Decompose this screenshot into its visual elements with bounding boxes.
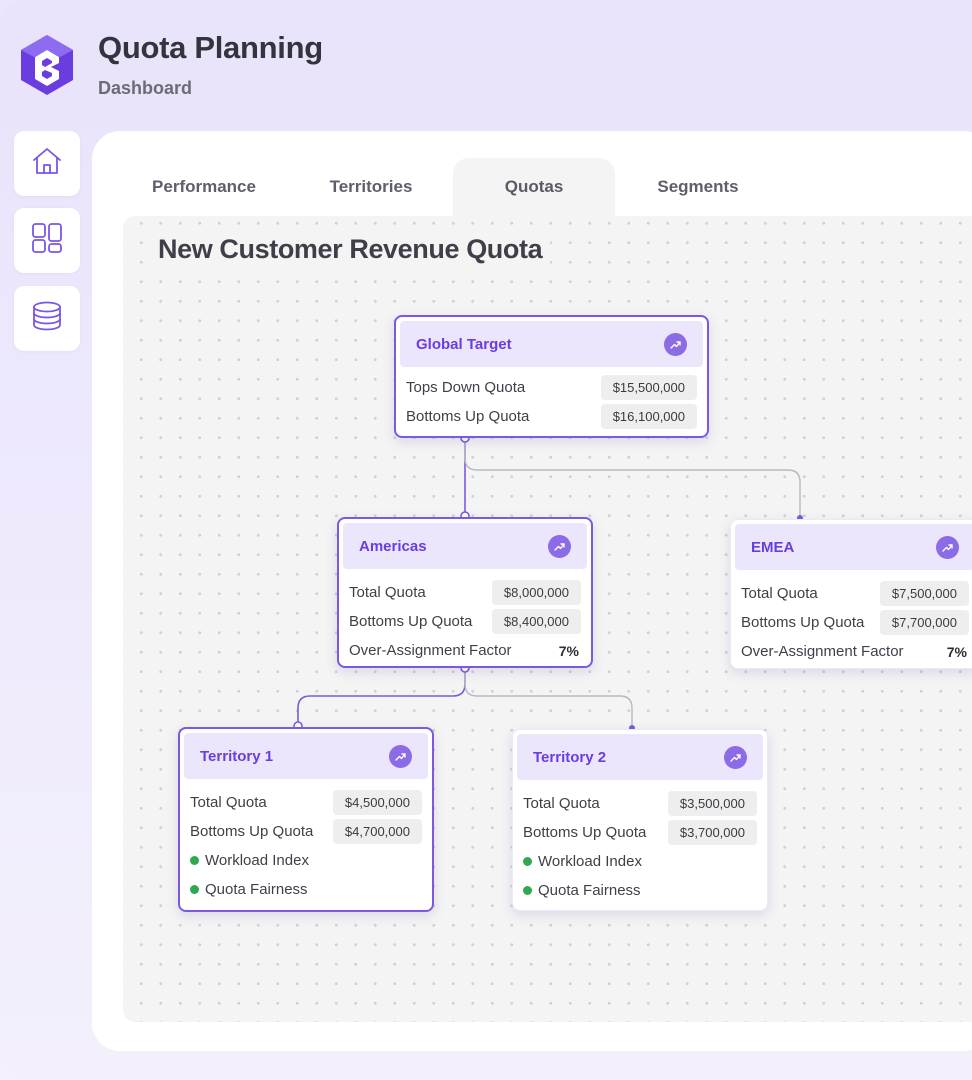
sidebar-item-home[interactable] — [14, 131, 80, 196]
node-title: Global Target — [416, 335, 512, 353]
trend-up-icon[interactable] — [724, 745, 747, 769]
tab-label: Quotas — [504, 177, 564, 196]
dashboard-grid-icon — [30, 221, 64, 260]
indicator-text: Workload Index — [538, 853, 642, 870]
quota-row: Bottoms Up Quota $16,100,000 — [396, 402, 707, 431]
node-emea[interactable]: EMEA Total Quota $7,500,000 Bottoms Up Q… — [730, 519, 972, 669]
node-header: Americas — [343, 523, 587, 569]
tab-quotas[interactable]: Quotas — [453, 158, 615, 216]
node-header: Territory 1 — [184, 733, 428, 779]
node-title: EMEA — [751, 538, 795, 556]
tab-label: Segments — [657, 177, 739, 196]
quota-row: Bottoms Up Quota $3,700,000 — [513, 818, 767, 847]
over-assignment-factor: 7% — [946, 643, 967, 660]
row-label: Total Quota — [349, 584, 426, 601]
status-dot — [190, 856, 199, 865]
database-icon — [30, 299, 64, 338]
node-header: Global Target — [400, 321, 703, 367]
app-subtitle: Dashboard — [98, 78, 193, 98]
row-label: Bottoms Up Quota — [349, 613, 473, 630]
tab-segments[interactable]: Segments — [617, 158, 779, 216]
row-label: Total Quota — [190, 794, 267, 811]
trend-up-icon[interactable] — [548, 534, 571, 558]
quota-row: Bottoms Up Quota $7,700,000 — [731, 608, 972, 637]
node-header: Territory 2 — [517, 734, 763, 780]
tab-territories[interactable]: Territories — [290, 158, 452, 216]
trend-up-icon[interactable] — [936, 535, 959, 559]
sidebar-item-data[interactable] — [14, 286, 80, 351]
row-value: $4,500,000 — [332, 790, 422, 815]
indicator-row: Workload Index — [513, 847, 767, 876]
status-dot — [190, 885, 199, 894]
quota-row: Total Quota $7,500,000 — [731, 579, 972, 608]
quota-row: Total Quota $3,500,000 — [513, 789, 767, 818]
quota-row: Over-Assignment Factor 7% — [731, 637, 972, 666]
home-icon — [30, 144, 64, 183]
indicator-text: Workload Index — [205, 852, 309, 869]
row-value: $16,100,000 — [600, 404, 697, 429]
node-territory-2[interactable]: Territory 2 Total Quota $3,500,000 Botto… — [512, 729, 768, 911]
quota-row: Total Quota $4,500,000 — [180, 788, 432, 817]
row-label: Over-Assignment Factor — [349, 642, 512, 659]
over-assignment-factor: 7% — [558, 642, 579, 659]
row-value: $7,700,000 — [879, 610, 969, 635]
row-value: $3,700,000 — [667, 820, 757, 845]
tab-label: Territories — [329, 177, 413, 196]
indicator-label: Quota Fairness — [190, 881, 308, 898]
row-value: $8,400,000 — [491, 609, 581, 634]
row-value: $15,500,000 — [600, 375, 697, 400]
row-value: $7,500,000 — [879, 581, 969, 606]
node-americas[interactable]: Americas Total Quota $8,000,000 Bottoms … — [337, 517, 593, 668]
trend-up-icon[interactable] — [389, 744, 412, 768]
row-label: Total Quota — [741, 585, 818, 602]
canvas-title: New Customer Revenue Quota — [158, 234, 551, 265]
row-label: Total Quota — [523, 795, 600, 812]
trend-up-icon[interactable] — [664, 332, 687, 356]
node-title: Territory 2 — [533, 748, 607, 766]
app-title: Quota Planning — [98, 30, 323, 65]
row-value: $4,700,000 — [332, 819, 422, 844]
app-logo — [18, 33, 76, 97]
row-label: Bottoms Up Quota — [406, 408, 530, 425]
indicator-label: Workload Index — [523, 853, 642, 870]
indicator-row: Quota Fairness — [180, 875, 432, 904]
status-dot — [523, 857, 532, 866]
indicator-row: Workload Index — [180, 846, 432, 875]
row-label: Over-Assignment Factor — [741, 643, 904, 660]
quota-row: Tops Down Quota $15,500,000 — [396, 373, 707, 402]
tab-label: Performance — [152, 177, 256, 196]
row-label: Tops Down Quota — [406, 379, 526, 396]
row-value: $8,000,000 — [491, 580, 581, 605]
indicator-label: Quota Fairness — [523, 882, 641, 899]
row-value: $3,500,000 — [667, 791, 757, 816]
node-title: Territory 1 — [200, 747, 274, 765]
quota-row: Bottoms Up Quota $8,400,000 — [339, 607, 591, 636]
tab-performance[interactable]: Performance — [123, 158, 285, 216]
node-title: Americas — [359, 537, 427, 555]
indicator-text: Quota Fairness — [538, 882, 641, 899]
row-label: Bottoms Up Quota — [190, 823, 314, 840]
node-header: EMEA — [735, 524, 972, 570]
node-global-target[interactable]: Global Target Tops Down Quota $15,500,00… — [394, 315, 709, 438]
quota-row: Over-Assignment Factor 7% — [339, 636, 591, 665]
status-dot — [523, 886, 532, 895]
row-label: Bottoms Up Quota — [741, 614, 865, 631]
indicator-row: Quota Fairness — [513, 876, 767, 905]
node-territory-1[interactable]: Territory 1 Total Quota $4,500,000 Botto… — [178, 727, 434, 912]
indicator-label: Workload Index — [190, 852, 309, 869]
indicator-text: Quota Fairness — [205, 881, 308, 898]
sidebar-item-dashboards[interactable] — [14, 208, 80, 273]
quota-row: Total Quota $8,000,000 — [339, 578, 591, 607]
row-label: Bottoms Up Quota — [523, 824, 647, 841]
quota-row: Bottoms Up Quota $4,700,000 — [180, 817, 432, 846]
